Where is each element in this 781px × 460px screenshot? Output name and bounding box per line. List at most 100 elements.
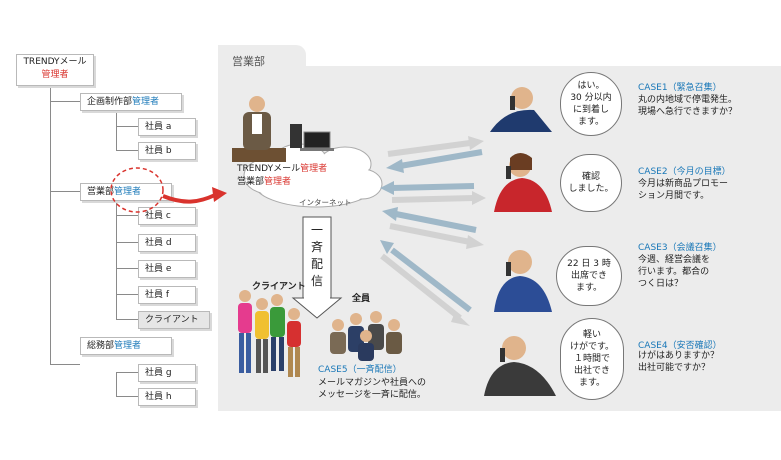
tree-branch [50,364,80,365]
phone-person-4 [484,336,556,396]
reply-line: 出席でき [570,271,607,281]
client-node: クライアント [138,311,210,329]
tree-branch [116,215,138,216]
member-node: 社員 e [138,260,196,278]
case-line: 今月は新商品プロモー [638,179,729,189]
dept-sales-node: 営業部管理者 [80,183,172,201]
reply-line: 出社でき [573,366,610,376]
case-line: 今週、経営会議を [638,255,711,265]
dept-general-role: 管理者 [114,341,142,351]
tree-branch [116,319,138,320]
broadcast-arrow [291,216,343,319]
case-line: ション月間です。 [638,191,710,201]
internet-cloud [243,143,383,208]
tree-branch [116,108,117,150]
case5-title: CASE5（一斉配信） [318,365,402,375]
reply-line: 30 分以内 [570,93,612,103]
top-admin-prefix: TRENDYメール [23,57,87,67]
case1-title: CASE1（緊急召集） [638,83,722,93]
reply-line: けがです。 [569,342,615,352]
client-group-label: クライアント [252,282,306,292]
cloud-line2: 営業部管理者 [237,176,327,189]
top-admin-role: 管理者 [41,70,69,80]
reply-line: はい。 [577,81,605,91]
manager-figure [232,96,334,162]
reply-line: ます。 [578,378,606,388]
dept-planning-node: 企画制作部管理者 [80,93,182,111]
case1-body: 丸の内地域で停電発生。 現場へ急行できますか？ [638,94,737,118]
reply-bubble-4: 軽い けがです。 １時間で 出社でき ます。 [560,318,624,400]
member-node: 社員 b [138,142,196,160]
tree-branch [116,242,138,243]
dept-planning-role: 管理者 [132,97,160,107]
signal-arrows [380,136,486,326]
tree-branch [116,126,138,127]
staff-group [330,311,402,361]
member-node: 社員 h [138,388,196,406]
dept-sales-name: 営業部 [87,187,115,197]
case3-title: CASE3（会議召集） [638,243,722,253]
reply-line: 確認 [581,172,600,182]
member-node: 社員 d [138,234,196,252]
dept-general-node: 総務部管理者 [80,337,172,355]
case2-body: 今月は新商品プロモー ション月間です。 [638,178,728,202]
tree-branch [116,372,117,396]
tree-branch [116,198,117,319]
all-staff-label: 全員 [352,294,371,304]
member-node: 社員 c [138,207,196,225]
dept-planning-name: 企画制作部 [87,97,133,107]
reply-bubble-1: はい。 30 分以内 に到着し ます。 [560,72,622,136]
cloud-line1-prefix: TRENDYメール [237,164,301,174]
tree-branch [116,294,138,295]
case-line: けがはありますか？ [638,351,720,361]
pointer-arrow-head [212,187,227,202]
case4-title: CASE4（安否確認） [638,341,722,351]
cloud-line1-role: 管理者 [300,164,328,174]
pointer-arrow-shaft [162,193,216,204]
highlight-circle [110,167,164,213]
reply-line: ます。 [575,283,603,293]
case4-body: けがはありますか？ 出社可能ですか？ [638,350,719,374]
broadcast-label: 一斉配信 [310,223,323,288]
tree-branch [50,101,80,102]
tree-branch [116,372,138,373]
dept-general-name: 総務部 [87,341,115,351]
case-line: 出社可能ですか？ [638,363,711,373]
member-node: 社員 f [138,286,196,304]
member-node: 社員 a [138,118,196,136]
reply-line: ます。 [577,117,605,127]
reply-line: １時間で [573,354,610,364]
tree-branch [116,268,138,269]
reply-line: 軽い [582,330,601,340]
case-line: 現場へ急行できますか？ [638,107,738,117]
tree-branch [116,150,138,151]
tree-branch [50,191,80,192]
reply-line: に到着し [572,105,609,115]
dept-sales-role: 管理者 [114,187,142,197]
cloud-admin-text: TRENDYメール管理者 営業部管理者 [237,163,327,189]
tree-branch [116,396,138,397]
case3-body: 今週、経営会議を 行います。都合の つく日は？ [638,254,710,290]
case-line: 行います。都合の [638,267,710,277]
phone-person-2 [494,153,552,212]
cloud-line2-role: 管理者 [264,177,292,187]
case5-line: メールマガジンや社員への [318,378,427,388]
case5-line: メッセージを一斉に配信。 [318,390,426,400]
case-line: 丸の内地域で停電発生。 [638,95,738,105]
case2-title: CASE2（今月の目標） [638,167,731,177]
reply-bubble-3: 22 日 3 時 出席でき ます。 [556,246,622,306]
reply-bubble-2: 確認 しました。 [560,154,622,212]
tree-trunk [50,80,51,364]
phone-person-3 [494,250,552,312]
reply-line: しました。 [568,184,614,194]
cloud-line1: TRENDYメール管理者 [237,163,327,176]
reply-line: 22 日 3 時 [567,259,611,269]
member-node: 社員 g [138,364,196,382]
case5-body: メールマガジンや社員への メッセージを一斉に配信。 [318,377,426,401]
panel-tab [218,45,306,67]
internet-label: インターネット [299,198,352,207]
top-admin-node: TRENDYメール 管理者 [16,54,94,86]
panel-title: 営業部 [232,55,265,68]
client-crowd [238,290,301,377]
